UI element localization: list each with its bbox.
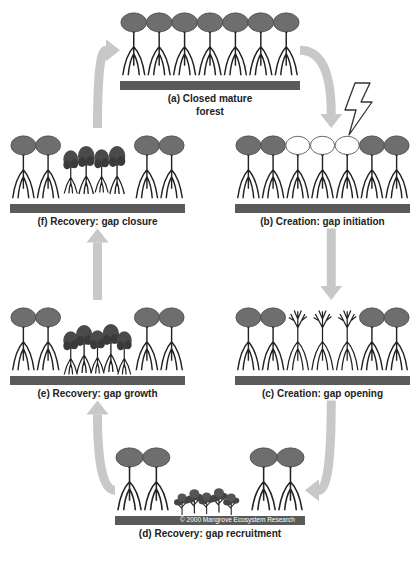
arrow-shaft [98, 415, 116, 491]
arrow-shaft [300, 50, 331, 114]
cycle-arrow [87, 401, 116, 491]
forest-panel: (c) Creation: gap opening [235, 300, 410, 401]
arrow-head [106, 39, 120, 61]
forest-illustration [235, 128, 410, 213]
panel-caption: (f) Recovery: gap closure [10, 216, 185, 229]
arrow-shaft [319, 401, 331, 491]
cycle-arrow [305, 401, 331, 502]
panel-caption: (c) Creation: gap opening [235, 388, 410, 401]
forest-panel: (d) Recovery: gap recruitment [115, 440, 305, 541]
lightning-bolt [340, 80, 380, 140]
forest-panel: (b) Creation: gap initiation [235, 128, 410, 229]
arrow-head [320, 286, 342, 300]
cycle-arrow [98, 39, 121, 128]
arrow-head [87, 229, 109, 243]
cycle-arrow [87, 229, 109, 301]
arrow-head [320, 114, 342, 128]
arrow-shaft [93, 243, 102, 301]
arrow-head [87, 401, 109, 415]
arrow-shaft [98, 50, 107, 128]
forest-illustration [120, 5, 300, 90]
panel-caption: (d) Recovery: gap recruitment [115, 528, 305, 541]
forest-illustration [115, 440, 305, 525]
forest-illustration [10, 128, 185, 213]
forest-panel: (e) Recovery: gap growth [10, 300, 185, 401]
forest-illustration [235, 300, 410, 385]
cycle-arrow [320, 229, 342, 301]
arrow-shaft [327, 229, 336, 287]
cycle-arrow [300, 50, 342, 128]
panel-caption: (b) Creation: gap initiation [235, 216, 410, 229]
arrow-head [305, 479, 319, 501]
panel-caption: (a) Closed mature forest [165, 93, 255, 118]
panel-caption: (e) Recovery: gap growth [10, 388, 185, 401]
forest-panel: (a) Closed mature forest [120, 5, 300, 118]
forest-illustration [10, 300, 185, 385]
copyright-watermark: © 2000 Mangrove Ecosystem Research [180, 517, 295, 524]
forest-panel: (f) Recovery: gap closure [10, 128, 185, 229]
